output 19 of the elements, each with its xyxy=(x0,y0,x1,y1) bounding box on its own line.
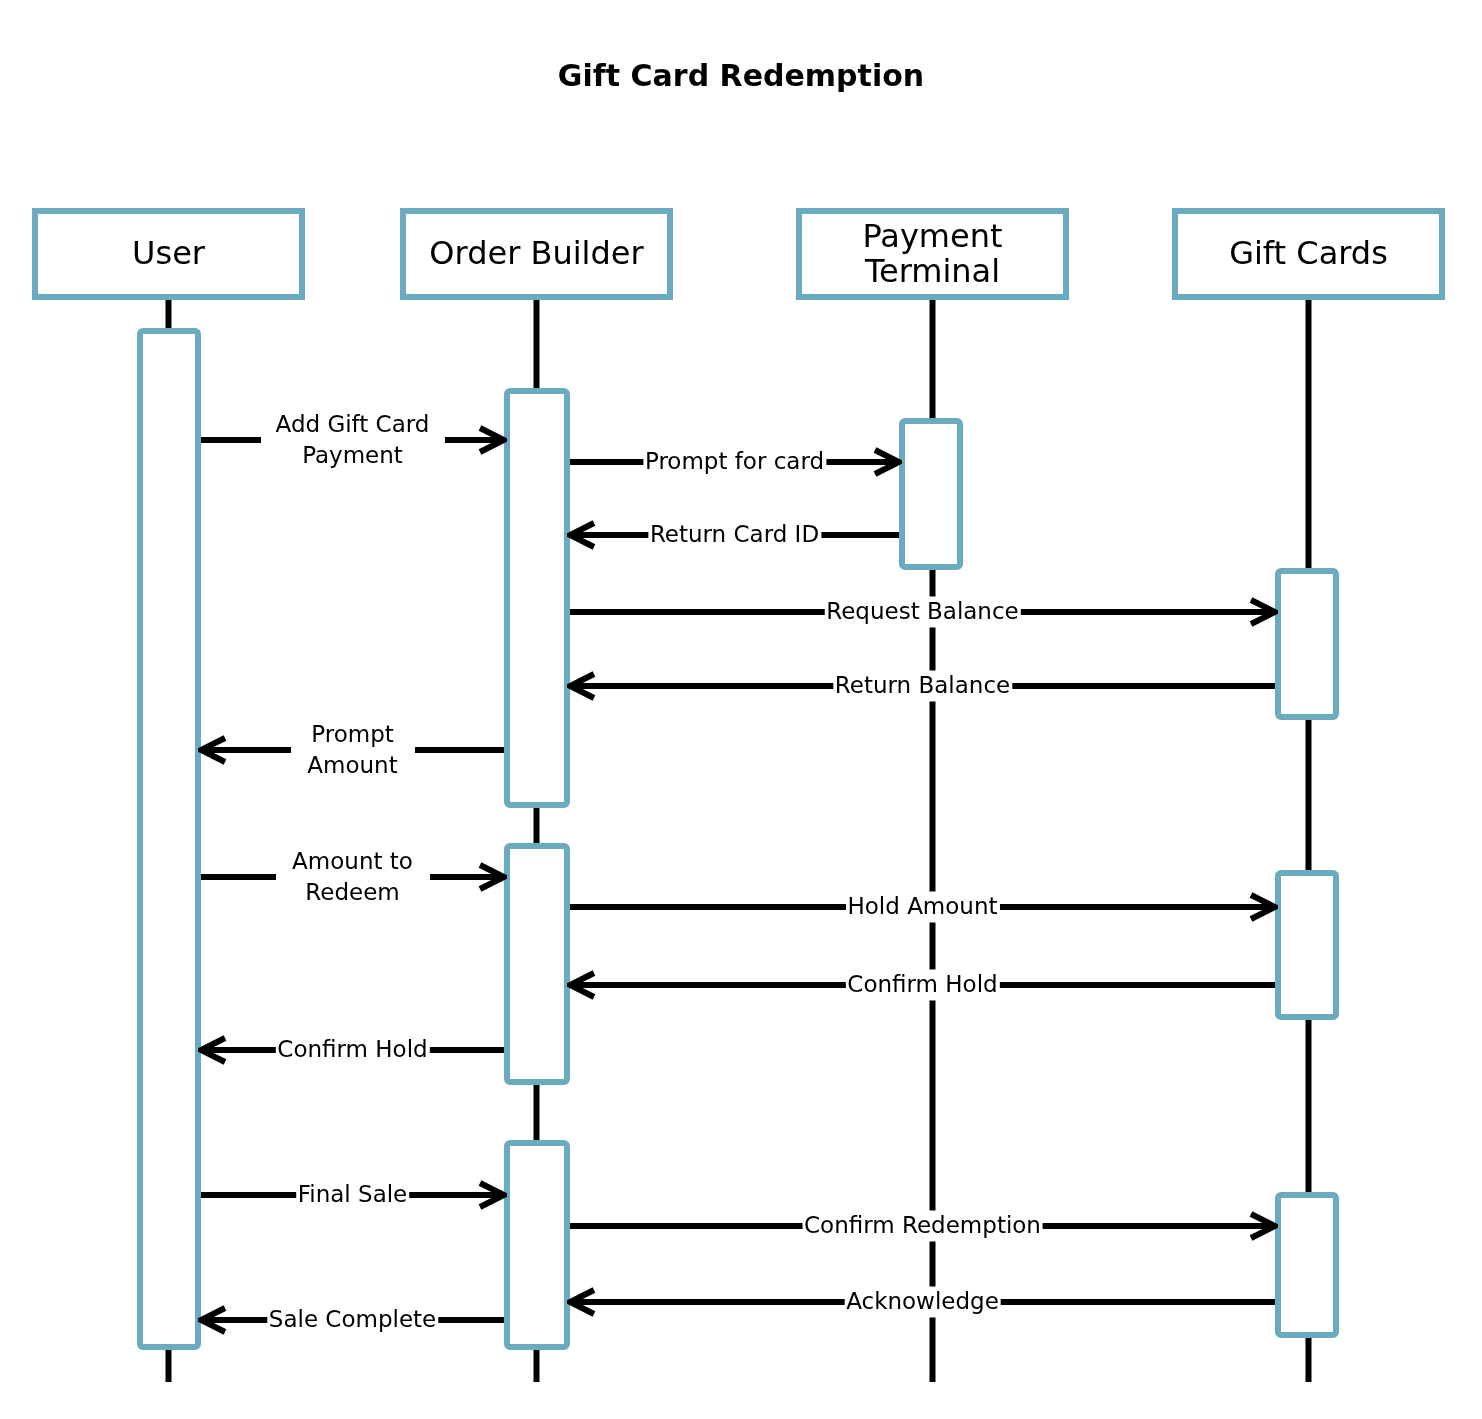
participant-box: Payment Terminal xyxy=(796,208,1069,300)
activation-bar xyxy=(1275,1192,1339,1338)
edge-label: Hold Amount xyxy=(845,891,1000,923)
edge-label: Confirm Hold xyxy=(845,969,1000,1001)
activation-bar xyxy=(1275,870,1339,1020)
activation-bar xyxy=(504,843,570,1085)
participant-box: Gift Cards xyxy=(1172,208,1445,300)
edge-label: Return Balance xyxy=(832,670,1013,702)
participant-box: Order Builder xyxy=(400,208,673,300)
edge-label: Acknowledge xyxy=(844,1286,1001,1318)
activation-bar xyxy=(504,1140,570,1350)
activation-bar xyxy=(504,388,570,808)
participant-box: User xyxy=(32,208,305,300)
activation-bar xyxy=(137,328,201,1350)
edge-label: Request Balance xyxy=(824,596,1021,628)
activation-bar xyxy=(1275,568,1339,720)
diagram-title: Gift Card Redemption xyxy=(556,58,926,93)
edge-label: Confirm Redemption xyxy=(802,1210,1043,1242)
activation-bar xyxy=(899,418,963,570)
